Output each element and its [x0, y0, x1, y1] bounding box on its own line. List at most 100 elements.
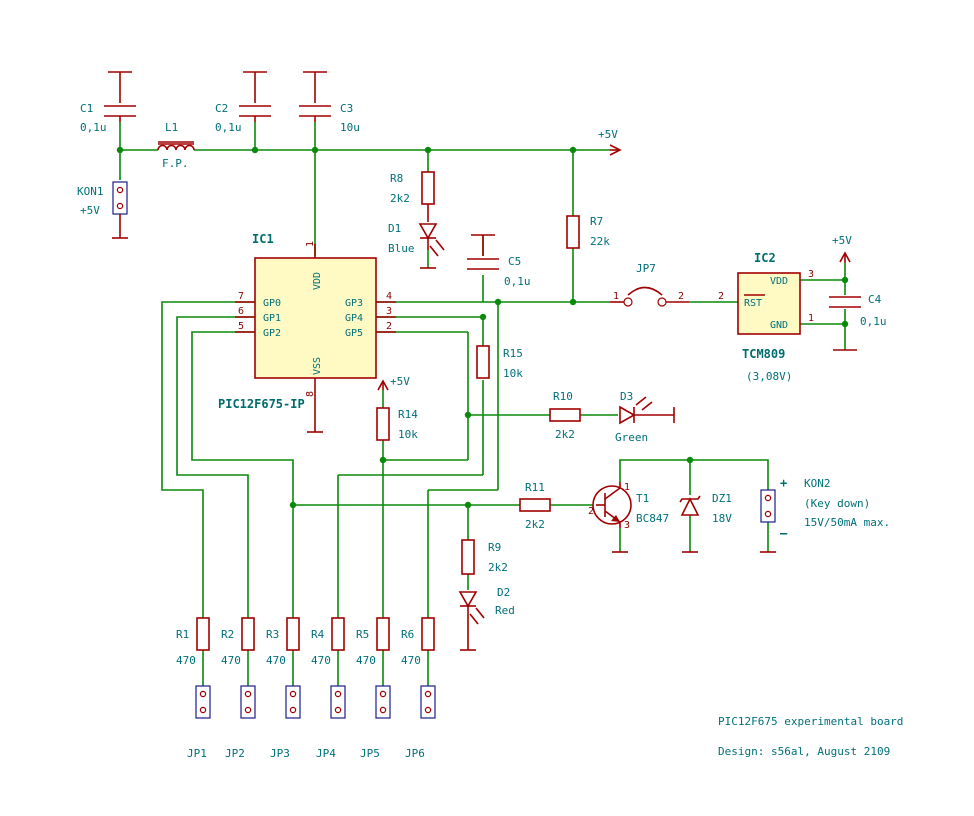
resistor-r7: R7 22k — [566, 215, 610, 249]
r4-value: 470 — [311, 654, 331, 667]
jp4-ref: JP4 — [316, 747, 336, 760]
ic2-pinnum-rst: 2 — [718, 291, 724, 302]
capacitor-c5: C5 0,1u — [467, 234, 531, 288]
r1-ref: R1 — [176, 628, 189, 641]
jp6-ref: JP6 — [405, 747, 425, 760]
ic1-pin-gp0: GP0 — [263, 298, 281, 309]
kon2-value1: (Key down) — [804, 497, 870, 510]
r9-ref: R9 — [488, 541, 501, 554]
resistor-r3: R3 470 — [266, 617, 300, 667]
ic1-pinnum-vss: 8 — [305, 391, 316, 397]
kon1-value: +5V — [80, 204, 100, 217]
kon2-minus: – — [780, 526, 788, 540]
jp3-ref: JP3 — [270, 747, 290, 760]
r7-value: 22k — [590, 235, 610, 248]
jp2-ref: JP2 — [225, 747, 245, 760]
ic1-pinnum-gp1: 6 — [238, 306, 244, 317]
jumper-jp2: JP2 — [225, 685, 256, 760]
jumper-jp1: JP1 — [187, 685, 211, 760]
ic1-ref: IC1 — [252, 232, 274, 246]
t1-ref: T1 — [636, 492, 649, 505]
resistor-r4: R4 470 — [311, 617, 345, 667]
ic1-pinnum-vdd: 1 — [305, 241, 316, 247]
dz1-value: 18V — [712, 512, 732, 525]
ic1-pin-gp3: GP3 — [345, 298, 363, 309]
ground-symbols — [460, 551, 776, 651]
c1-value: 0,1u — [80, 121, 107, 134]
c3-value: 10u — [340, 121, 360, 134]
c2-value: 0,1u — [215, 121, 242, 134]
r7-ref: R7 — [590, 215, 603, 228]
r11-value: 2k2 — [525, 518, 545, 531]
ic2-pin-rst: RST — [744, 298, 762, 309]
r2-ref: R2 — [221, 628, 234, 641]
ic1-pin-gp5: GP5 — [345, 328, 363, 339]
c1-ref: C1 — [80, 102, 93, 115]
l1-value: F.P. — [162, 157, 189, 170]
ic1-pinnum-gp4: 3 — [386, 306, 392, 317]
t1-pin-e: 3 — [624, 520, 630, 531]
r9-value: 2k2 — [488, 561, 508, 574]
d3-ref: D3 — [620, 390, 633, 403]
d1-value: Blue — [388, 242, 415, 255]
resistor-r14: R14 10k — [376, 407, 418, 441]
d2-ref: D2 — [497, 586, 510, 599]
ic2-pinnum-gnd: 1 — [808, 313, 814, 324]
ic1-pin-gp4: GP4 — [345, 313, 363, 324]
ic1-pin-vdd: VDD — [312, 272, 323, 290]
p5v-r14-label: +5V — [390, 375, 410, 388]
ic2-pinnum-vdd: 3 — [808, 269, 814, 280]
t1-pin-b: 2 — [588, 506, 594, 517]
sheet-title: PIC12F675 experimental board — [718, 715, 903, 728]
l1-ref: L1 — [165, 121, 178, 134]
resistor-r15: R15 10k — [476, 345, 523, 380]
ic2-tcm809: VDD RST GND 2 3 1 IC2 TCM809 (3,08V) — [718, 251, 814, 383]
ic1-pinnum-gp0: 7 — [238, 291, 244, 302]
ic2-ref: IC2 — [754, 251, 776, 265]
led-d1: D1 Blue — [388, 222, 445, 269]
d1-ref: D1 — [388, 222, 401, 235]
jp7-ref: JP7 — [636, 262, 656, 275]
p5v-ic2-label: +5V — [832, 234, 852, 247]
resistor-r11: R11 2k2 — [519, 481, 551, 531]
jp5-ref: JP5 — [360, 747, 380, 760]
jumper-jp7: JP7 1 2 — [610, 262, 689, 307]
ic1-pinnum-gp3: 4 — [386, 291, 392, 302]
t1-value: BC847 — [636, 512, 669, 525]
r5-value: 470 — [356, 654, 376, 667]
ic2-pin-gnd: GND — [770, 320, 788, 331]
t1-pin-c: 1 — [624, 482, 630, 493]
r11-ref: R11 — [525, 481, 545, 494]
resistor-r8: R8 2k2 — [390, 171, 435, 222]
dz1-ref: DZ1 — [712, 492, 732, 505]
r8-ref: R8 — [390, 172, 403, 185]
resistor-r5: R5 470 — [356, 617, 390, 667]
r2-value: 470 — [221, 654, 241, 667]
capacitor-c2: C2 0,1u — [215, 71, 271, 134]
c4-value: 0,1u — [860, 315, 887, 328]
r15-value: 10k — [503, 367, 523, 380]
connector-kon1: KON1 +5V — [77, 181, 128, 239]
r15-ref: R15 — [503, 347, 523, 360]
capacitor-c4: C4 0,1u — [829, 293, 887, 351]
r6-ref: R6 — [401, 628, 414, 641]
jumper-jp4: JP4 — [316, 685, 346, 760]
capacitor-c3: C3 10u — [299, 71, 360, 134]
resistor-r2: R2 470 — [221, 617, 255, 667]
zener-dz1: DZ1 18V — [679, 492, 732, 525]
power-flag-ic2: +5V — [832, 234, 852, 263]
r6-value: 470 — [401, 654, 421, 667]
led-d3: D3 Green — [615, 390, 675, 444]
r14-value: 10k — [398, 428, 418, 441]
r10-ref: R10 — [553, 390, 573, 403]
led-d2: D2 Red — [458, 586, 515, 650]
ic1-pin-vss: VSS — [312, 357, 323, 375]
r5-ref: R5 — [356, 628, 369, 641]
r1-value: 470 — [176, 654, 196, 667]
kon2-ref: KON2 — [804, 477, 831, 490]
ic1-pin-gp1: GP1 — [263, 313, 281, 324]
ic1-pinnum-gp5: 2 — [386, 321, 392, 332]
c4-ref: C4 — [868, 293, 882, 306]
r8-value: 2k2 — [390, 192, 410, 205]
